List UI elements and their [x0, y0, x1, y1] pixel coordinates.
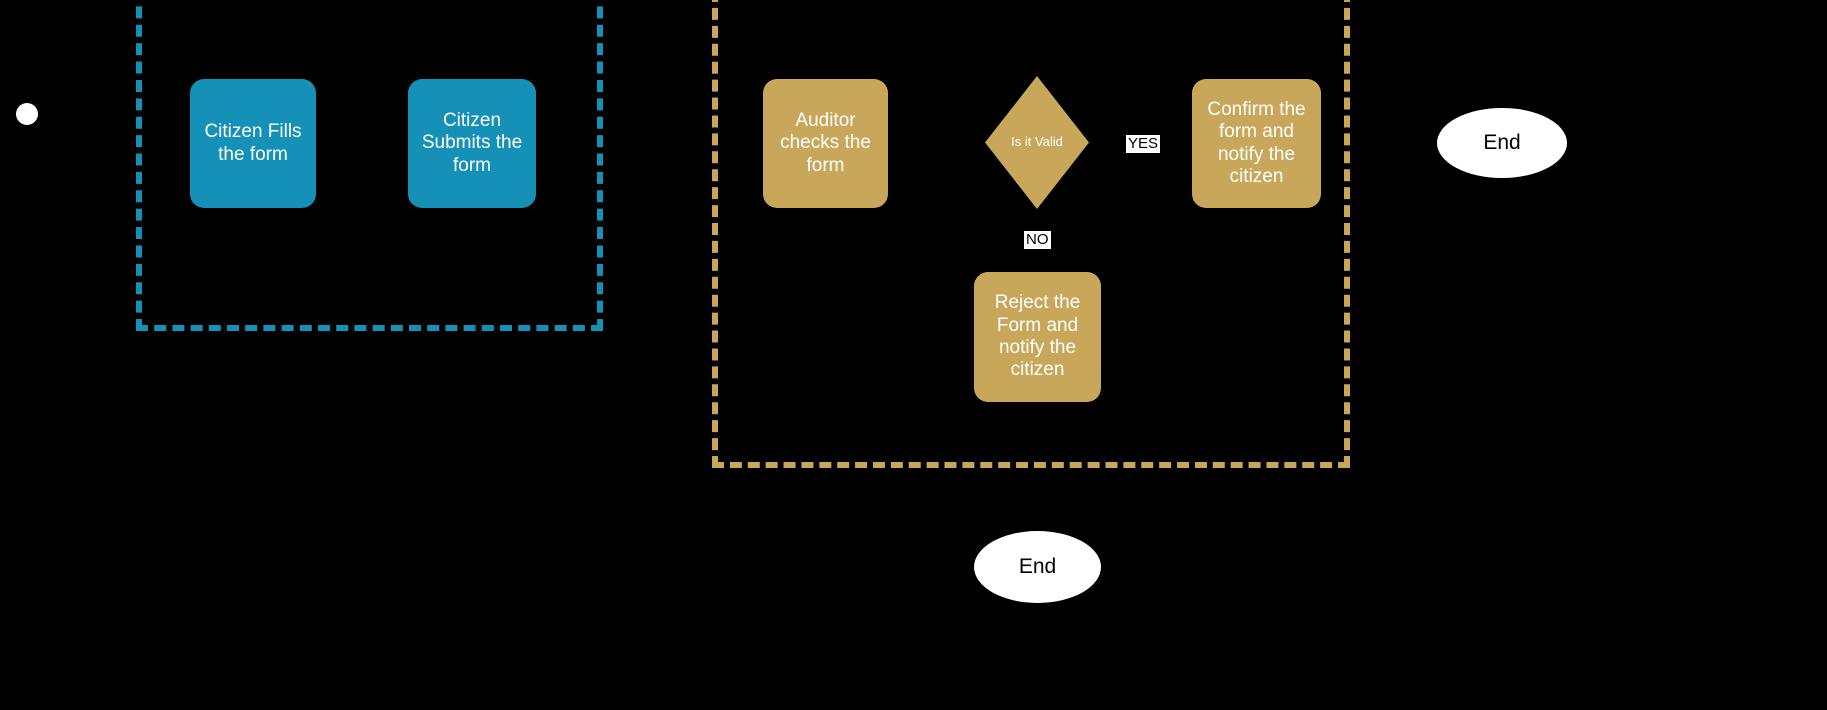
decision-is-it-valid-label: Is it Valid — [1011, 134, 1063, 150]
end-event-node-right-label: End — [1483, 131, 1521, 154]
task-citizen-submits-the-form-label: Citizen Submits the form — [421, 109, 523, 176]
citizen-lane-container — [136, 0, 603, 331]
edge-label-no: NO — [1024, 231, 1051, 249]
start-event-node[interactable] — [16, 103, 38, 125]
task-auditor-checks-the-form[interactable]: Auditor checks the form — [763, 79, 888, 208]
task-confirm-the-form-and-notify-the-citizen-label: Confirm the form and notify the citizen — [1207, 98, 1306, 187]
task-citizen-submits-the-form[interactable]: Citizen Submits the form — [408, 79, 536, 208]
task-reject-the-form-and-notify-the-citizen-label: Reject the Form and notify the citizen — [994, 292, 1081, 381]
task-reject-the-form-and-notify-the-citizen[interactable]: Reject the Form and notify the citizen — [974, 272, 1101, 402]
auditor-lane-container — [712, 0, 1350, 468]
decision-is-it-valid[interactable]: Is it Valid — [985, 76, 1089, 209]
task-citizen-fills-the-form[interactable]: Citizen Fills the form — [190, 79, 316, 208]
task-citizen-fills-the-form-label: Citizen Fills the form — [204, 121, 302, 165]
end-event-node-right[interactable]: End — [1437, 108, 1567, 178]
task-auditor-checks-the-form-label: Auditor checks the form — [780, 109, 871, 176]
task-confirm-the-form-and-notify-the-citizen[interactable]: Confirm the form and notify the citizen — [1192, 79, 1321, 208]
end-event-node-bottom-label: End — [1018, 555, 1057, 578]
end-event-node-bottom[interactable]: End — [974, 531, 1101, 603]
edge-label-yes: YES — [1126, 135, 1161, 153]
